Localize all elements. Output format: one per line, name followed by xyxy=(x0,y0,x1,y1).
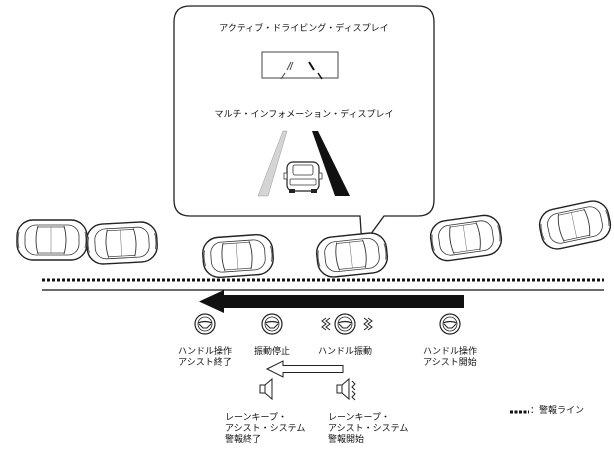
car-icon xyxy=(427,212,505,264)
step-vibration-label: ハンドル振動 xyxy=(317,347,372,357)
vibration-marks xyxy=(321,317,373,331)
steering-wheel-icon xyxy=(194,313,216,335)
warning-duration-arrow xyxy=(265,360,344,378)
car-icon xyxy=(16,219,88,261)
step-vibration-stop-label: 振動停止 xyxy=(253,347,290,357)
steering-wheel-icon xyxy=(439,313,461,335)
car-icon xyxy=(283,161,323,193)
car-icon xyxy=(200,232,276,280)
speaker-icon xyxy=(336,378,356,401)
mid-title: マルチ・インフォメーション・ディスプレイ xyxy=(214,110,394,120)
ads-title: アクティブ・ドライビング・ディスプレイ xyxy=(219,24,389,34)
step-assist-end-label: ハンドル操作 アシスト終了 xyxy=(177,347,232,368)
car-icon xyxy=(535,197,614,253)
speaker-icon xyxy=(259,378,273,400)
step-assist-start-label: ハンドル操作 アシスト開始 xyxy=(422,347,477,368)
warning-start-label: レーンキープ・ アシスト・システム 警報開始 xyxy=(328,413,409,445)
car-icon xyxy=(314,230,390,280)
callout-bubble xyxy=(173,5,435,248)
warning-end-label: レーンキープ・ アシスト・システム 警報終了 xyxy=(225,413,306,445)
legend-label: ：警報ライン xyxy=(530,406,585,416)
car-icon xyxy=(85,220,159,266)
ads-display xyxy=(261,51,339,80)
steering-wheel-icon xyxy=(261,313,283,335)
mid-display xyxy=(257,130,350,197)
direction-arrow xyxy=(199,290,464,313)
steering-wheel-icon xyxy=(334,313,356,335)
